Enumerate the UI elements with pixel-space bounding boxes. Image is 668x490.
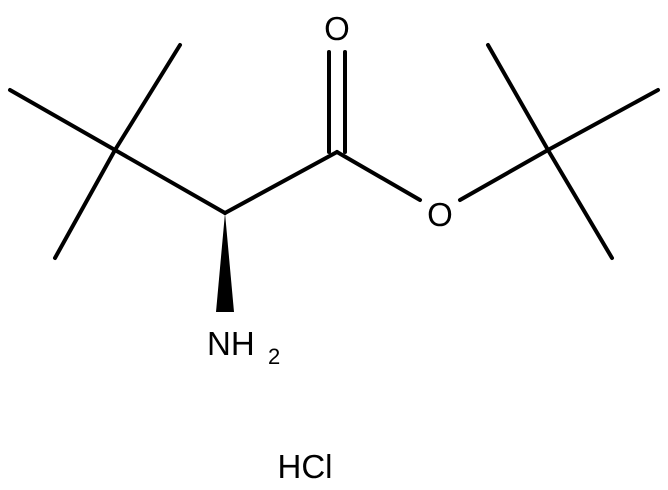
amine-subscript: 2: [268, 344, 280, 369]
bond-tbutyl-methyl-1: [486, 43, 550, 152]
hydrochloride-label: HCl: [278, 448, 333, 485]
bond-ester-oxygen-to-tbutyl: [458, 148, 550, 202]
bond-carbonyl-to-ester-oxygen: [335, 150, 422, 202]
bond-methyl-1: [8, 88, 117, 152]
ester-oxygen-label: O: [427, 196, 453, 233]
bond-tbutyl-methyl-2: [546, 88, 660, 152]
carbonyl-oxygen-label: O: [324, 10, 350, 47]
bond-quaternary-to-alpha: [113, 148, 227, 215]
bond-alpha-to-carbonyl: [223, 150, 339, 215]
bond-tbutyl-methyl-3: [546, 148, 614, 260]
wedge-bond-amine: [216, 213, 234, 312]
bond-methyl-3: [53, 148, 117, 260]
bond-methyl-2: [113, 43, 182, 152]
amine-label: NH: [207, 325, 255, 362]
